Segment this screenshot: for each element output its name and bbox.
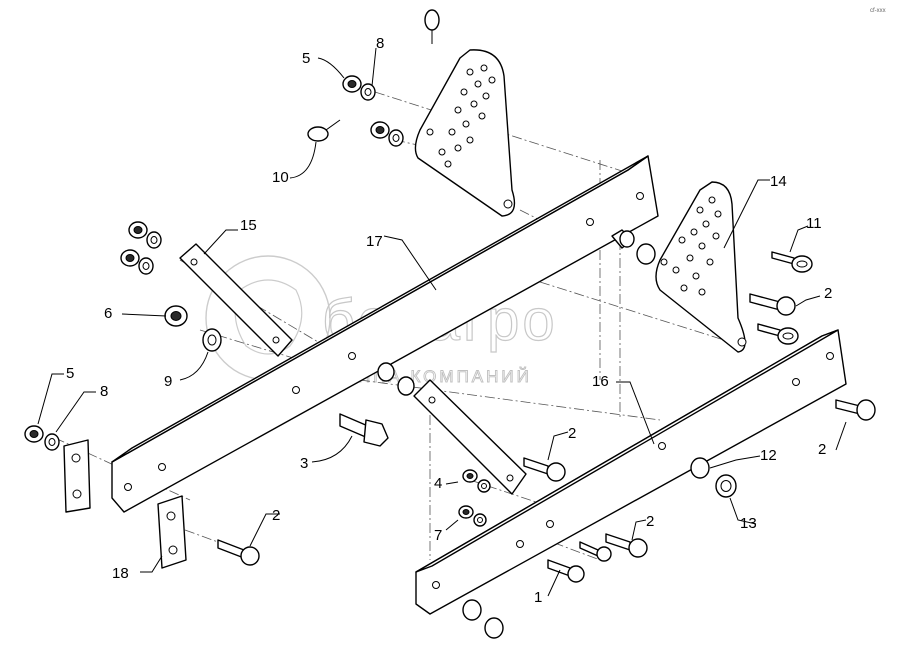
bolt-3 <box>339 413 389 447</box>
nut-left-2 <box>120 249 140 267</box>
mounting-plate-upper <box>414 49 516 217</box>
callout-10: 10 <box>272 169 289 186</box>
callout-2-right: 2 <box>818 441 826 458</box>
pin-10 <box>307 119 341 142</box>
center-strap <box>413 379 527 495</box>
washer-9 <box>202 328 222 352</box>
watermark-logo-mark <box>234 279 303 355</box>
bolt-2-right-upper <box>749 293 796 316</box>
callout-7: 7 <box>434 527 442 544</box>
callout-17: 17 <box>366 233 383 250</box>
nut-upper-2 <box>370 121 390 139</box>
nut-5-upper <box>342 75 362 93</box>
callout-14: 14 <box>770 173 787 190</box>
strap-15 <box>179 243 293 357</box>
beam-17 <box>111 155 659 513</box>
callout-6: 6 <box>104 305 112 322</box>
callout-12: 12 <box>760 447 777 464</box>
eye-bolt-lower <box>757 323 799 345</box>
washer-8-lower <box>44 433 60 451</box>
bolt-small-bottom <box>579 541 612 562</box>
bushing-upper-2 <box>636 243 656 265</box>
callout-13: 13 <box>740 515 757 532</box>
nut-7 <box>458 505 474 519</box>
bushing-center-2 <box>397 376 415 396</box>
callout-1: 1 <box>534 589 542 606</box>
bolt-2-lower-left <box>217 539 260 566</box>
bushing-center-1 <box>377 362 395 382</box>
callout-5-lower: 5 <box>66 365 74 382</box>
nut-6 <box>164 305 188 327</box>
callout-2-lower-mid: 2 <box>646 513 654 530</box>
bolt-2-center <box>523 457 566 482</box>
callout-9: 9 <box>164 373 172 390</box>
washer-7 <box>473 513 487 527</box>
washer-4 <box>477 479 491 493</box>
callout-2-center: 2 <box>568 425 576 442</box>
small-plate-18 <box>157 495 187 569</box>
bushing-13 <box>715 474 737 498</box>
bushing-12 <box>690 457 710 479</box>
callout-leaders <box>37 47 847 597</box>
nut-4 <box>462 469 478 483</box>
beam-16 <box>415 329 847 615</box>
mounting-plate-14 <box>655 181 747 353</box>
pin-top <box>424 9 440 44</box>
callout-18: 18 <box>112 565 129 582</box>
eye-bolt-11 <box>771 251 813 273</box>
callout-3: 3 <box>300 455 308 472</box>
fasteners <box>24 75 737 639</box>
washer-upper-2 <box>388 129 404 147</box>
nut-left-1 <box>128 221 148 239</box>
bushing-upper-1 <box>611 229 635 249</box>
washer-left-1 <box>146 231 162 249</box>
bolt-2-lower-mid <box>605 533 648 558</box>
callout-2-right-upper: 2 <box>824 285 832 302</box>
washer-left-2 <box>138 257 154 275</box>
nut-5-lower <box>24 425 44 443</box>
callout-2-lower-left: 2 <box>272 507 280 524</box>
bushing-bottom-1 <box>462 599 482 621</box>
small-plate-left <box>63 439 91 513</box>
callout-labels: 5 8 10 15 17 14 11 2 6 9 5 8 16 3 2 2 12… <box>66 35 832 606</box>
corner-mark: cf-xxx <box>870 8 886 14</box>
callout-4: 4 <box>434 475 442 492</box>
callout-8-lower: 8 <box>100 383 108 400</box>
callout-8-upper: 8 <box>376 35 384 52</box>
callout-16: 16 <box>592 373 609 390</box>
bushing-bottom-2 <box>484 617 504 639</box>
callout-11: 11 <box>806 215 822 232</box>
bolt-1 <box>547 559 585 583</box>
callout-15: 15 <box>240 217 257 234</box>
bolts <box>217 9 876 583</box>
callout-5-upper: 5 <box>302 50 310 67</box>
washer-8-upper <box>360 83 376 101</box>
bolt-2-right <box>835 399 876 421</box>
